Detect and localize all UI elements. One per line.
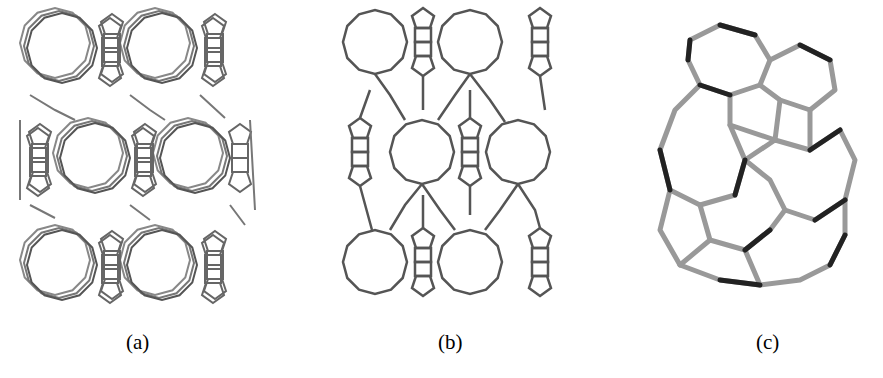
panel-label: (b) <box>438 330 463 355</box>
framework-3d <box>20 8 255 303</box>
framework-projection <box>343 8 551 296</box>
panel-label: (a) <box>126 330 149 355</box>
cage-unit <box>660 25 855 285</box>
panel-label: (c) <box>756 330 779 355</box>
